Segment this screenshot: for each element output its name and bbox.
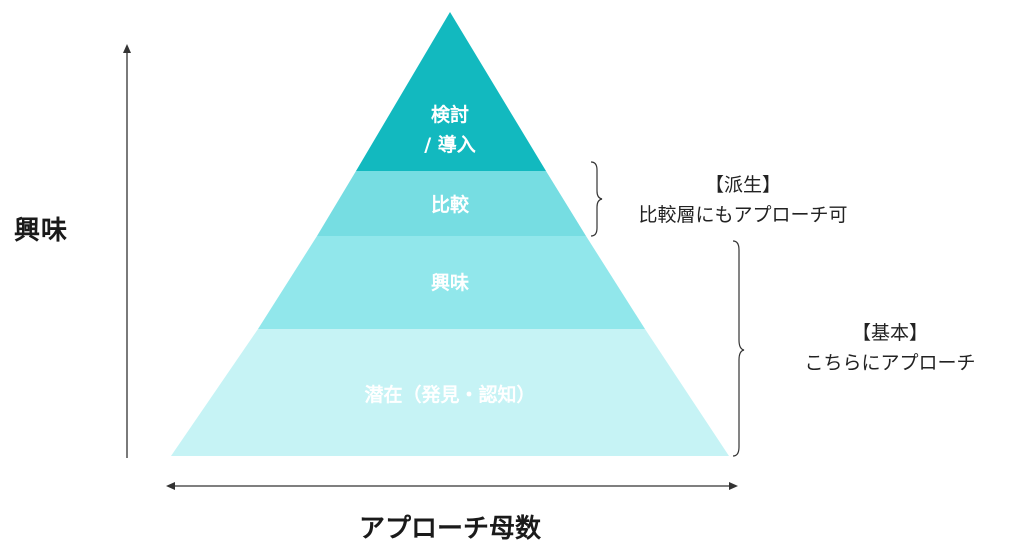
pyramid-layer-interest	[258, 236, 645, 329]
layer-label-latent: 潜在（発見・認知）	[364, 384, 536, 406]
layer-label-consideration: 検討 / 導入	[400, 100, 500, 160]
brace-derived	[590, 161, 603, 237]
layer-label-interest: 興味	[430, 272, 469, 294]
pyramid-layer-latent	[171, 329, 729, 456]
note-derived-text: 比較層にもアプローチ可	[638, 204, 848, 226]
note-basic-text: こちらにアプローチ	[804, 352, 976, 374]
note-basic-title: 【基本】	[851, 322, 928, 344]
layer-label-consideration-line2: / 導入	[424, 134, 476, 156]
y-axis-label: 興味	[14, 216, 69, 246]
note-derived-title: 【派生】	[704, 174, 781, 196]
layer-label-consideration-line1: 検討	[430, 104, 469, 126]
brace-basic	[732, 240, 745, 457]
note-derived: 【派生】 比較層にもアプローチ可	[608, 170, 878, 230]
pyramid-layer-comparison	[317, 171, 586, 236]
pyramid-layer-consideration	[356, 12, 546, 171]
layer-label-comparison: 比較	[430, 194, 469, 216]
x-axis-label: アプローチ母数	[358, 514, 541, 544]
note-basic: 【基本】 こちらにアプローチ	[770, 318, 1010, 378]
